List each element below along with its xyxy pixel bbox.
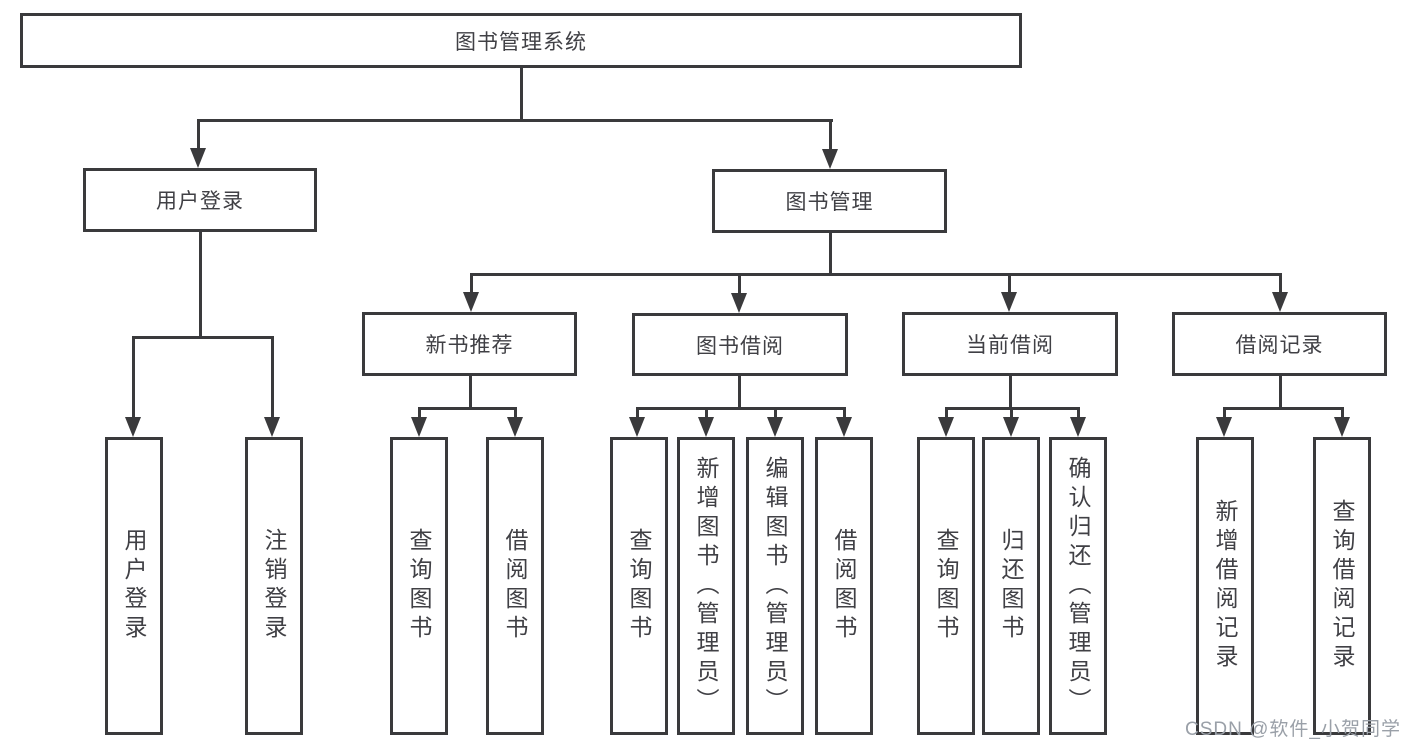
connector-line	[738, 375, 741, 410]
arrow-down-icon	[1003, 417, 1019, 437]
arrow-down-icon	[1070, 417, 1086, 437]
connector-line	[199, 232, 202, 338]
connector-line	[1008, 273, 1011, 296]
node-user-login: 用户登录	[83, 168, 317, 232]
node-label: 当前借阅	[966, 334, 1054, 357]
node-label: 图书管理	[785, 191, 874, 214]
arrow-down-icon	[507, 417, 523, 437]
arrow-down-icon	[1334, 417, 1350, 437]
connector-line	[197, 119, 200, 152]
node-label: 用户登录	[156, 190, 244, 213]
connector-line	[829, 233, 832, 276]
arrow-down-icon	[1001, 292, 1017, 312]
leaf-logout-login: 注销登录	[245, 437, 303, 735]
node-current-borrow: 当前借阅	[902, 312, 1118, 376]
arrow-down-icon	[463, 292, 479, 312]
leaf-return-books: 归还图书	[982, 437, 1040, 735]
connector-line	[1223, 407, 1226, 420]
connector-line	[1341, 407, 1344, 420]
node-label: 借阅记录	[1235, 334, 1324, 357]
connector-line	[636, 407, 846, 410]
connector-line	[1223, 407, 1344, 410]
connector-line	[1279, 273, 1282, 296]
leaf-borrow-books-1: 借阅图书	[486, 437, 544, 735]
connector-line	[1010, 407, 1013, 420]
leaf-add-books-admin: 新增图书（管理员）	[677, 437, 735, 735]
connector-line	[843, 407, 846, 420]
connector-line	[418, 407, 517, 410]
connector-line	[132, 336, 135, 421]
arrow-down-icon	[629, 417, 645, 437]
node-label: 图书借阅	[696, 334, 784, 358]
node-root: 图书管理系统	[20, 13, 1022, 68]
arrow-down-icon	[264, 417, 280, 437]
arrow-down-icon	[125, 417, 141, 437]
connector-line	[738, 273, 741, 296]
arrow-down-icon	[938, 417, 954, 437]
connector-line	[705, 407, 708, 420]
connector-line	[520, 68, 523, 121]
leaf-search-borrow-record: 查询借阅记录	[1313, 437, 1371, 735]
connector-line	[1077, 407, 1080, 420]
leaf-search-books-3: 查询图书	[917, 437, 975, 735]
connector-line	[132, 336, 274, 339]
connector-line	[418, 407, 421, 420]
arrow-down-icon	[411, 417, 427, 437]
connector-line	[469, 376, 472, 410]
node-new-book-recommend: 新书推荐	[362, 312, 577, 376]
leaf-search-books-2: 查询图书	[610, 437, 668, 735]
connector-line	[197, 119, 833, 122]
leaf-search-books-1: 查询图书	[390, 437, 448, 735]
connector-line	[1279, 376, 1282, 410]
leaf-borrow-books-2: 借阅图书	[815, 437, 873, 735]
arrow-down-icon	[836, 417, 852, 437]
arrow-down-icon	[190, 148, 206, 168]
node-root-label: 图书管理系统	[455, 30, 587, 54]
connector-line	[945, 407, 948, 420]
node-book-borrow: 图书借阅	[632, 313, 848, 376]
csdn-watermark: CSDN @软件_小贺同学	[1185, 719, 1401, 740]
leaf-add-borrow-record: 新增借阅记录	[1196, 437, 1254, 735]
connector-line	[1009, 376, 1012, 410]
arrow-down-icon	[767, 417, 783, 437]
arrow-down-icon	[698, 417, 714, 437]
leaf-user-login: 用户登录	[105, 437, 163, 735]
leaf-confirm-return-admin: 确认归还（管理员）	[1049, 437, 1107, 735]
connector-line	[774, 407, 777, 420]
arrow-down-icon	[731, 293, 747, 313]
node-book-management: 图书管理	[712, 169, 947, 233]
node-borrow-records: 借阅记录	[1172, 312, 1387, 376]
connector-line	[470, 273, 473, 296]
connector-line	[514, 407, 517, 420]
node-label: 新书推荐	[425, 334, 514, 357]
arrow-down-icon	[1216, 417, 1232, 437]
connector-line	[636, 407, 639, 420]
connector-line	[470, 273, 1282, 276]
connector-line	[829, 119, 832, 152]
arrow-down-icon	[1272, 292, 1288, 312]
connector-line	[271, 336, 274, 421]
arrow-down-icon	[822, 149, 838, 169]
leaf-edit-books-admin: 编辑图书（管理员）	[746, 437, 804, 735]
